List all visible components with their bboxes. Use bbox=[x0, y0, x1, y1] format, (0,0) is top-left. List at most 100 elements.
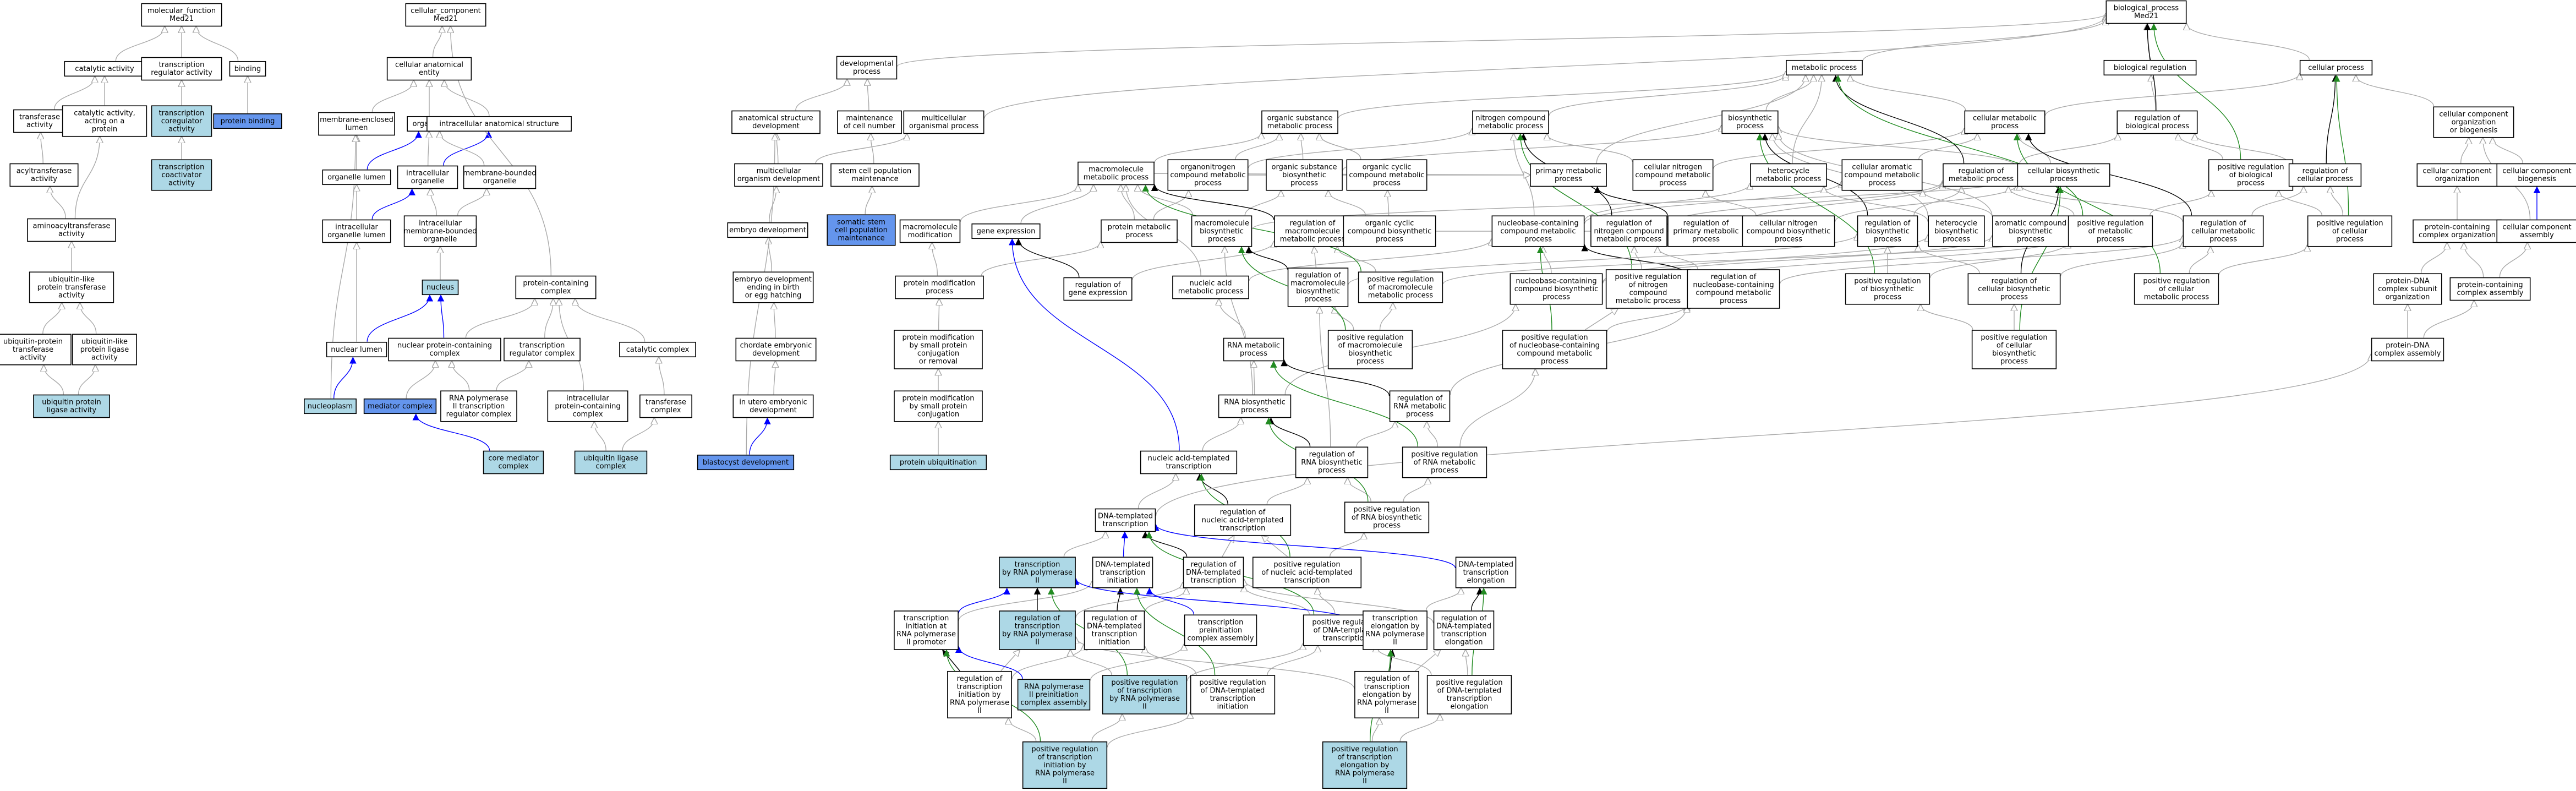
relation-edge-is-a bbox=[1319, 134, 1361, 160]
go-term-label-line: II bbox=[1363, 777, 1367, 785]
go-term-box bbox=[2496, 219, 2576, 243]
go-term-label-line: anatomical structure bbox=[739, 114, 813, 123]
go-term-label-line: II promoter bbox=[906, 639, 947, 647]
relation-edge-is-a bbox=[115, 27, 165, 61]
go-term-label-line: process bbox=[1376, 235, 1403, 243]
relation-edge-is-a bbox=[440, 132, 485, 166]
relation-edge-part-of bbox=[367, 130, 422, 170]
go-term-label-line: cellular component bbox=[2439, 110, 2508, 118]
relation-edge-is-a bbox=[1314, 247, 1316, 268]
go-term-label-line: cellular component bbox=[2502, 223, 2571, 232]
go-term-label-line: process bbox=[1524, 235, 1552, 243]
relation-edge-is-a bbox=[1121, 186, 1135, 220]
go-term-label-line: biosynthetic bbox=[1992, 350, 2036, 358]
go-term-box bbox=[639, 394, 692, 418]
go-term-box bbox=[1967, 273, 2061, 305]
go-term-label-line: organonitrogen bbox=[1180, 163, 1235, 171]
go-term-label-line: nucleic acid bbox=[1189, 280, 1232, 288]
relation-edge-is-a bbox=[1403, 478, 1428, 502]
relation-edge-part-of bbox=[437, 294, 445, 338]
relation-edge-is-a bbox=[1137, 186, 1194, 216]
go-term-label-line: by RNA polymerase bbox=[1109, 695, 1180, 703]
relation-edge-part-of bbox=[443, 130, 493, 166]
go-term-label-line: regulator complex bbox=[510, 350, 575, 358]
go-term-label-line: chordate embryonic bbox=[740, 342, 812, 350]
go-term-label-line: transcription bbox=[1364, 683, 1410, 691]
go-term-label-line: catalytic complex bbox=[626, 346, 690, 354]
relation-edge-is-a bbox=[1705, 191, 1757, 216]
go-term-box bbox=[151, 159, 212, 191]
go-term-box bbox=[1841, 159, 1923, 191]
relation-edge-is-a bbox=[1145, 647, 1197, 675]
go-term-box bbox=[322, 219, 391, 243]
go-term-box bbox=[504, 337, 581, 362]
go-term-box bbox=[2371, 337, 2444, 362]
go-term-label-line: II bbox=[1393, 639, 1397, 647]
go-term-label-line: positive regulation bbox=[1331, 745, 1398, 754]
go-term-label-line: biological regulation bbox=[2114, 64, 2186, 72]
go-term-box bbox=[1750, 163, 1827, 187]
go-term-label-line: regulation of bbox=[1364, 675, 1410, 683]
go-term-box bbox=[1928, 215, 1985, 247]
go-term-label-line: regulation of bbox=[1959, 167, 2004, 176]
relation-edge-is-a bbox=[1070, 650, 1112, 675]
go-term-box bbox=[326, 341, 387, 358]
go-term-label-line: organic substance bbox=[1267, 114, 1333, 123]
go-term-label-line: initiation at bbox=[906, 623, 947, 631]
relation-edge-part-of bbox=[749, 417, 771, 455]
go-term-label-line: process bbox=[1194, 179, 1222, 187]
relation-edge-is-a bbox=[1913, 187, 1961, 216]
go-term-label-line: of DNA-templated bbox=[1314, 626, 1378, 635]
relation-edge-is-a bbox=[465, 299, 534, 338]
relation-edge-is-a bbox=[1850, 75, 1966, 111]
go-term-label-line: positive regulation bbox=[2077, 219, 2143, 227]
go-term-box bbox=[1274, 215, 1351, 247]
relation-edge-is-a bbox=[430, 189, 437, 216]
go-term-box bbox=[837, 110, 902, 134]
relation-edge-positively-regulates bbox=[2013, 133, 2161, 274]
go-term-label-line: cellular process bbox=[2308, 64, 2364, 72]
relation-edge-is-a bbox=[2330, 187, 2344, 216]
relation-edge-is-a bbox=[1153, 191, 1188, 220]
go-term-label-line: acting on a bbox=[85, 117, 125, 126]
go-term-node: protein ubiquitination bbox=[889, 454, 987, 471]
go-term-label-line: positive regulation bbox=[1337, 334, 1403, 342]
go-term-label-line: nucleus bbox=[426, 283, 454, 292]
go-term-label-line: elongation by bbox=[1362, 691, 1411, 699]
relation-edge-regulates bbox=[1594, 186, 1668, 216]
go-term-label-line: complex bbox=[429, 350, 460, 358]
go-term-label-line: regulation of bbox=[1075, 281, 1121, 290]
relation-edge-is-a bbox=[2251, 187, 2304, 216]
go-term-label-line: ubiquitin-like bbox=[81, 337, 128, 346]
relation-edge-is-a bbox=[1008, 718, 1037, 741]
go-term-box bbox=[463, 165, 537, 189]
relation-edge-is-a bbox=[981, 242, 1101, 276]
go-term-label-line: molecular_function bbox=[147, 7, 216, 15]
relation-edge-is-a bbox=[74, 137, 100, 219]
go-term-label-line: transferase bbox=[13, 346, 53, 354]
go-term-node: blastocyst development bbox=[697, 454, 795, 471]
go-term-label-line: DNA-templated bbox=[1436, 623, 1491, 631]
relation-edge-is-a bbox=[1371, 718, 1380, 741]
go-term-label-line: metabolic process bbox=[1084, 173, 1149, 182]
go-term-box bbox=[1992, 215, 2069, 247]
go-term-box bbox=[999, 557, 1076, 588]
relation-edge-is-a bbox=[2178, 134, 2223, 160]
go-term-label-line: macromolecule bbox=[1285, 227, 1340, 236]
relation-edge-is-a bbox=[1224, 247, 1253, 395]
go-term-box bbox=[971, 223, 1041, 239]
go-term-box bbox=[1687, 269, 1780, 309]
